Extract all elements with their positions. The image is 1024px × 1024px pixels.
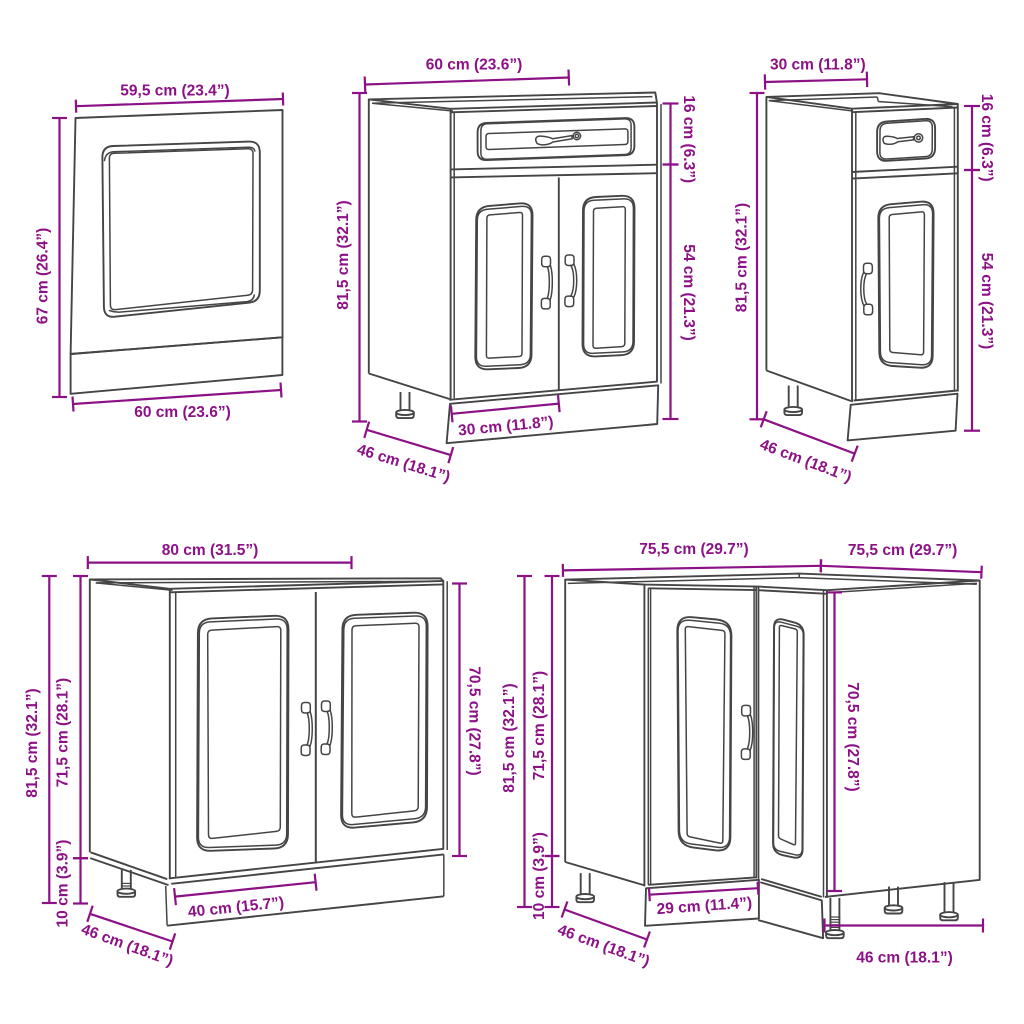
svg-text:10 cm (3.9”): 10 cm (3.9”) (531, 832, 548, 920)
svg-text:67 cm (26.4”): 67 cm (26.4”) (35, 228, 52, 325)
svg-text:30 cm (11.8”): 30 cm (11.8”) (770, 57, 866, 74)
svg-text:71,5 cm (28.1”): 71,5 cm (28.1”) (531, 671, 548, 780)
svg-text:81,5 cm (32.1”): 81,5 cm (32.1”) (24, 688, 41, 797)
svg-text:75,5 cm (29.7”): 75,5 cm (29.7”) (848, 542, 957, 559)
svg-text:81,5 cm (32.1”): 81,5 cm (32.1”) (335, 200, 352, 309)
svg-text:29 cm (11.4”): 29 cm (11.4”) (656, 894, 753, 918)
svg-text:16 cm (6.3”): 16 cm (6.3”) (978, 94, 995, 182)
svg-text:54 cm (21.3”): 54 cm (21.3”) (978, 253, 995, 350)
svg-text:75,5 cm (29.7”): 75,5 cm (29.7”) (639, 541, 748, 558)
svg-text:80 cm (31.5”): 80 cm (31.5”) (162, 542, 259, 559)
svg-text:60 cm (23.6”): 60 cm (23.6”) (426, 57, 523, 74)
svg-text:70,5 cm (27.8”): 70,5 cm (27.8”) (466, 666, 483, 775)
svg-text:10 cm (3.9”): 10 cm (3.9”) (55, 840, 72, 928)
svg-text:81,5 cm (32.1”): 81,5 cm (32.1”) (501, 683, 518, 792)
svg-text:70,5 cm (27.8”): 70,5 cm (27.8”) (844, 682, 861, 791)
svg-text:60 cm (23.6”): 60 cm (23.6”) (134, 404, 231, 421)
svg-text:16 cm (6.3”): 16 cm (6.3”) (680, 95, 697, 183)
svg-text:46 cm (18.1”): 46 cm (18.1”) (856, 950, 953, 967)
svg-text:71,5 cm (28.1”): 71,5 cm (28.1”) (55, 678, 72, 787)
svg-text:59,5 cm (23.4”): 59,5 cm (23.4”) (120, 83, 229, 100)
svg-text:81,5 cm (32.1”): 81,5 cm (32.1”) (733, 203, 750, 312)
svg-text:54 cm (21.3”): 54 cm (21.3”) (680, 244, 697, 341)
